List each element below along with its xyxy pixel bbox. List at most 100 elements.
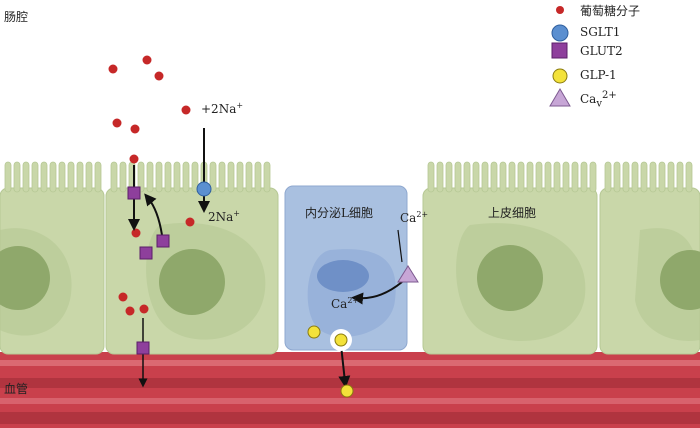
glucose-dot [112,118,122,128]
microvillus [649,161,657,193]
glut2-arrow [144,193,163,236]
microvillus [436,161,444,193]
microvillus [676,161,684,193]
legend-sglt1-icon [551,24,569,42]
microvillus [58,161,66,193]
microvillus [263,161,271,193]
microvillus [640,161,648,193]
microvillus [553,161,561,193]
microvillus [463,161,471,193]
microvillus [526,161,534,193]
legend-symbols [549,6,571,107]
microvillus [254,161,262,193]
l-cell [284,185,408,351]
microvillus [604,161,612,193]
glucose-dot [129,154,139,164]
glucose-dot [125,306,135,316]
microvillus [613,161,621,193]
glp1-granule [307,325,321,339]
ca-label-arrow [397,229,403,263]
epithelial-cell-label: 上皮细胞 [488,206,537,220]
legend-glut2-label: GLUT2 [580,44,623,58]
microvillus [40,161,48,193]
microvillus [22,161,30,193]
microvillus [182,161,190,193]
microvillus [119,161,127,193]
microvillus [191,161,199,193]
legend-glp1-icon [552,68,568,84]
legend-glut2-icon [551,42,568,59]
microvillus [445,161,453,193]
microvillus [580,161,588,193]
glut2-transporter [156,234,170,248]
glp1-granule [340,384,354,398]
microvillus [517,161,525,193]
microvillus [155,161,163,193]
ca-right-label: Ca2+ [400,210,429,225]
glucose-dot [130,124,140,134]
microvillus [146,161,154,193]
microvillus [589,161,597,193]
na-bottom-label: 2Na+ [208,209,240,224]
lumen-label: 肠腔 [4,10,29,24]
glucose-dot [154,71,164,81]
microvillus [490,161,498,193]
glucose-dot [185,217,195,227]
microvillus [245,161,253,193]
microvillus [535,161,543,193]
microvillus [31,161,39,193]
ca-influx-arrow [351,281,403,305]
microvillus [685,161,693,193]
epithelial-cell-1 [0,187,105,355]
microvillus [94,161,102,193]
microvillus [76,161,84,193]
microvillus [499,161,507,193]
blood-vessel [0,352,700,428]
microvillus [631,161,639,193]
microvillus [454,161,462,193]
blood-vessel-label: 血管 [4,382,29,396]
microvillus [227,161,235,193]
epithelial-cell-3 [422,187,598,355]
microvillus [13,161,21,193]
glucose-dot [139,304,149,314]
legend-cav-label: Cav2+ [580,90,617,110]
microvillus [49,161,57,193]
microvillus [218,161,226,193]
sglt1-transporter [196,181,212,197]
epithelial-cell-4 [599,187,700,355]
glut2-transporter [127,186,141,200]
legend-sglt1-label: SGLT1 [580,25,621,39]
microvillus [236,161,244,193]
microvillus [667,161,675,193]
microvillus [544,161,552,193]
legend-cav-icon [549,88,571,107]
microvillus [137,161,145,193]
microvillus [562,161,570,193]
microvillus [571,161,579,193]
legend-glucose-label: 葡萄糖分子 [580,4,641,18]
microvillus [622,161,630,193]
microvillus [164,161,172,193]
cav-channel [397,265,419,283]
l-cell-label: 内分泌L细胞 [305,206,373,220]
glp1-secretion-arrow [338,344,351,388]
microvillus [67,161,75,193]
microvillus [658,161,666,193]
microvillus [472,161,480,193]
microvillus [209,161,217,193]
microvillus [427,161,435,193]
microvillus [481,161,489,193]
legend-glp1-label: GLP-1 [580,68,617,82]
microvillus [508,161,516,193]
glut2-transporter [136,341,150,355]
microvillus [173,161,181,193]
na-top-label: +2Na+ [201,101,244,116]
glucose-dot [118,292,128,302]
microvillus [85,161,93,193]
microvillus [4,161,12,193]
glucose-dot [181,105,191,115]
microvilli [4,161,693,193]
glut2-transporter [139,246,153,260]
epithelial-cell-2 [105,187,279,355]
